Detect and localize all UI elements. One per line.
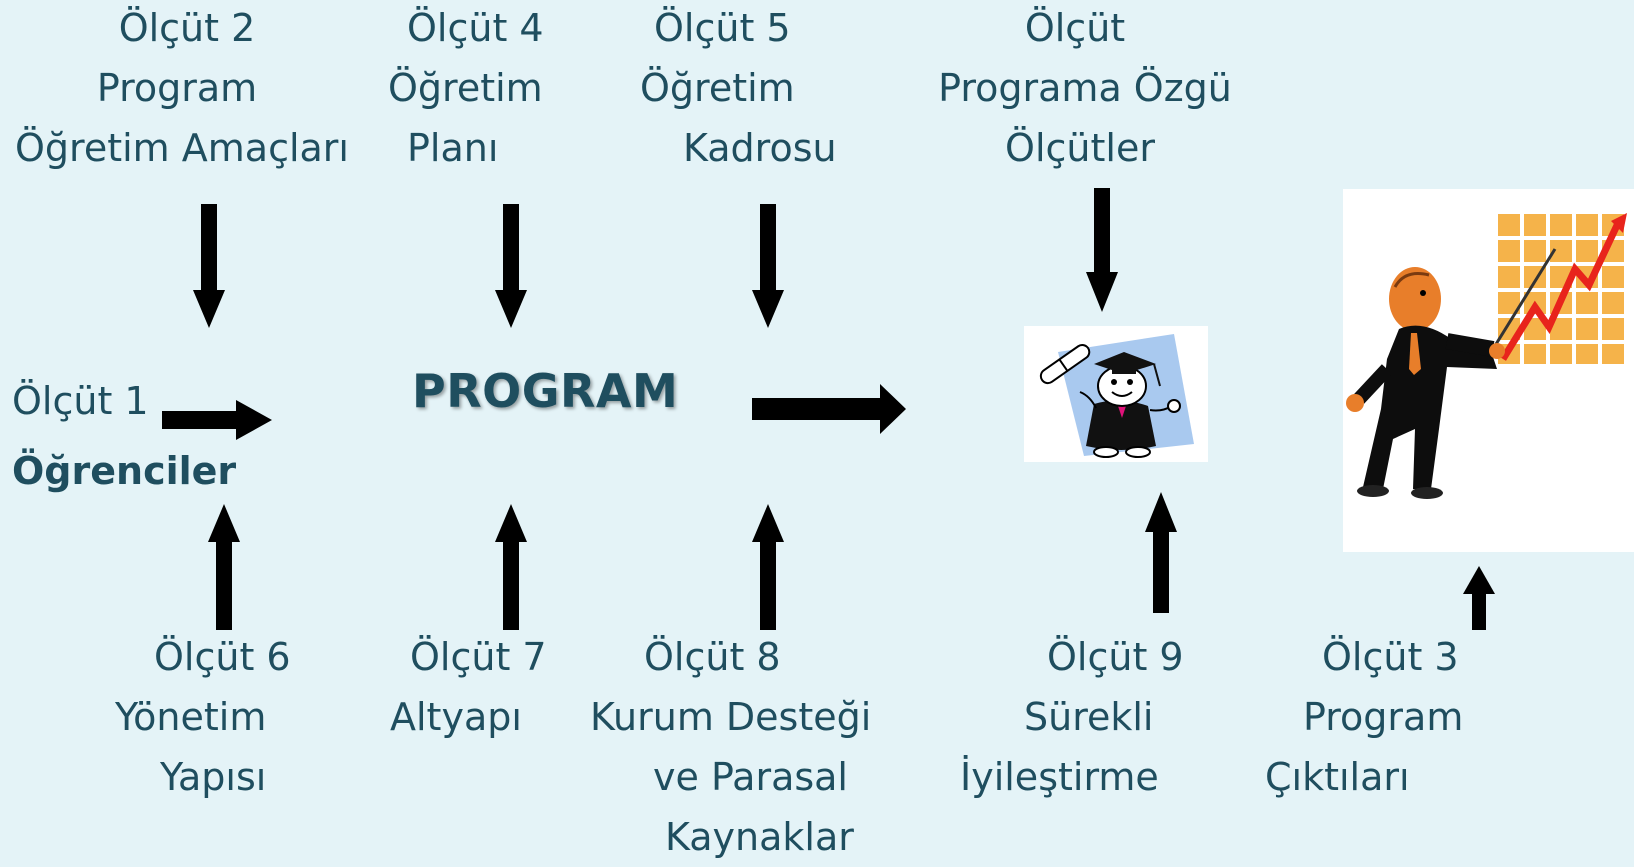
arrow-criterion-7-up [495,504,527,630]
criterion-9-number: Ölçüt 9 [1047,635,1184,679]
arrow-program-specific-down [1086,188,1118,312]
criterion-3-label: Ölçüt 3 Program Çıktıları [1265,627,1463,807]
graduate-icon [1039,334,1194,458]
program-specific-number: Ölçüt [1024,6,1126,50]
arrow-criterion-9-up [1145,492,1177,613]
arrow-program-to-graduate [752,384,906,434]
criterion-8-title-line3: Kaynaklar [665,815,854,859]
criterion-2-number: Ölçüt 2 [118,6,256,50]
criterion-1-number: Ölçüt 1 [12,379,149,423]
criterion-7-number: Ölçüt 7 [410,635,547,679]
criterion-7-title: Altyapı [390,695,522,739]
criterion-9-label: Ölçüt 9 Sürekli İyileştirme [960,627,1184,807]
criterion-5-label: Ölçüt 5 Öğretim Kadrosu [640,0,837,178]
criterion-3-number: Ölçüt 3 [1322,635,1459,679]
graduate-image [1024,326,1208,462]
presenter-image [1343,189,1634,552]
arrow-criterion-6-up [208,504,240,630]
criterion-8-title-line2: ve Parasal [653,755,848,799]
presenter-chart-icon [1346,213,1627,499]
arrow-criterion-3-up [1463,566,1495,630]
arrow-criterion-8-up [752,504,784,630]
criterion-6-title-line2: Yapısı [160,755,267,799]
program-title: PROGRAM [412,364,679,418]
program-specific-title-line2: Ölçütler [1005,126,1155,170]
criterion-3-title-line1: Program [1303,695,1464,739]
arrow-criterion-5-down [752,204,784,328]
criterion-9-title-line1: Sürekli [1024,695,1154,739]
program-specific-title-line1: Programa Özgü [938,66,1232,110]
criterion-8-title-line1: Kurum Desteği [590,695,872,739]
criterion-2-label: Ölçüt 2 Program Öğretim Amaçları [12,0,352,178]
criterion-4-title-line1: Öğretim [388,66,543,110]
criterion-7-label: Ölçüt 7 Altyapı [390,627,547,747]
criterion-6-label: Ölçüt 6 Yönetim Yapısı [115,627,291,807]
arrow-criterion-2-down [193,204,225,328]
criterion-5-title-line2: Kadrosu [683,126,837,170]
program-specific-criteria-label: Ölçüt Programa Özgü Ölçütler [935,0,1235,178]
criterion-4-title-line2: Planı [407,126,499,170]
criterion-9-title-line2: İyileştirme [960,755,1159,799]
criterion-4-label: Ölçüt 4 Öğretim Planı [388,0,544,178]
criterion-8-number: Ölçüt 8 [644,635,781,679]
criterion-4-number: Ölçüt 4 [407,6,544,50]
criterion-1-label: Ölçüt 1 Öğrenciler [12,366,236,506]
criterion-8-label: Ölçüt 8 Kurum Desteği ve Parasal Kaynakl… [590,627,871,867]
criterion-3-title-line2: Çıktıları [1265,755,1410,799]
criterion-6-number: Ölçüt 6 [154,635,291,679]
criterion-5-number: Ölçüt 5 [654,6,791,50]
arrow-criterion-4-down [495,204,527,328]
criterion-2-title-line1: Program [96,66,258,110]
arrow-criterion-1-right [162,400,272,440]
criterion-2-title-line2: Öğretim Amaçları [15,126,349,170]
criterion-5-title-line1: Öğretim [640,66,795,110]
criterion-1-title: Öğrenciler [12,449,237,493]
criterion-6-title-line1: Yönetim [115,695,267,739]
